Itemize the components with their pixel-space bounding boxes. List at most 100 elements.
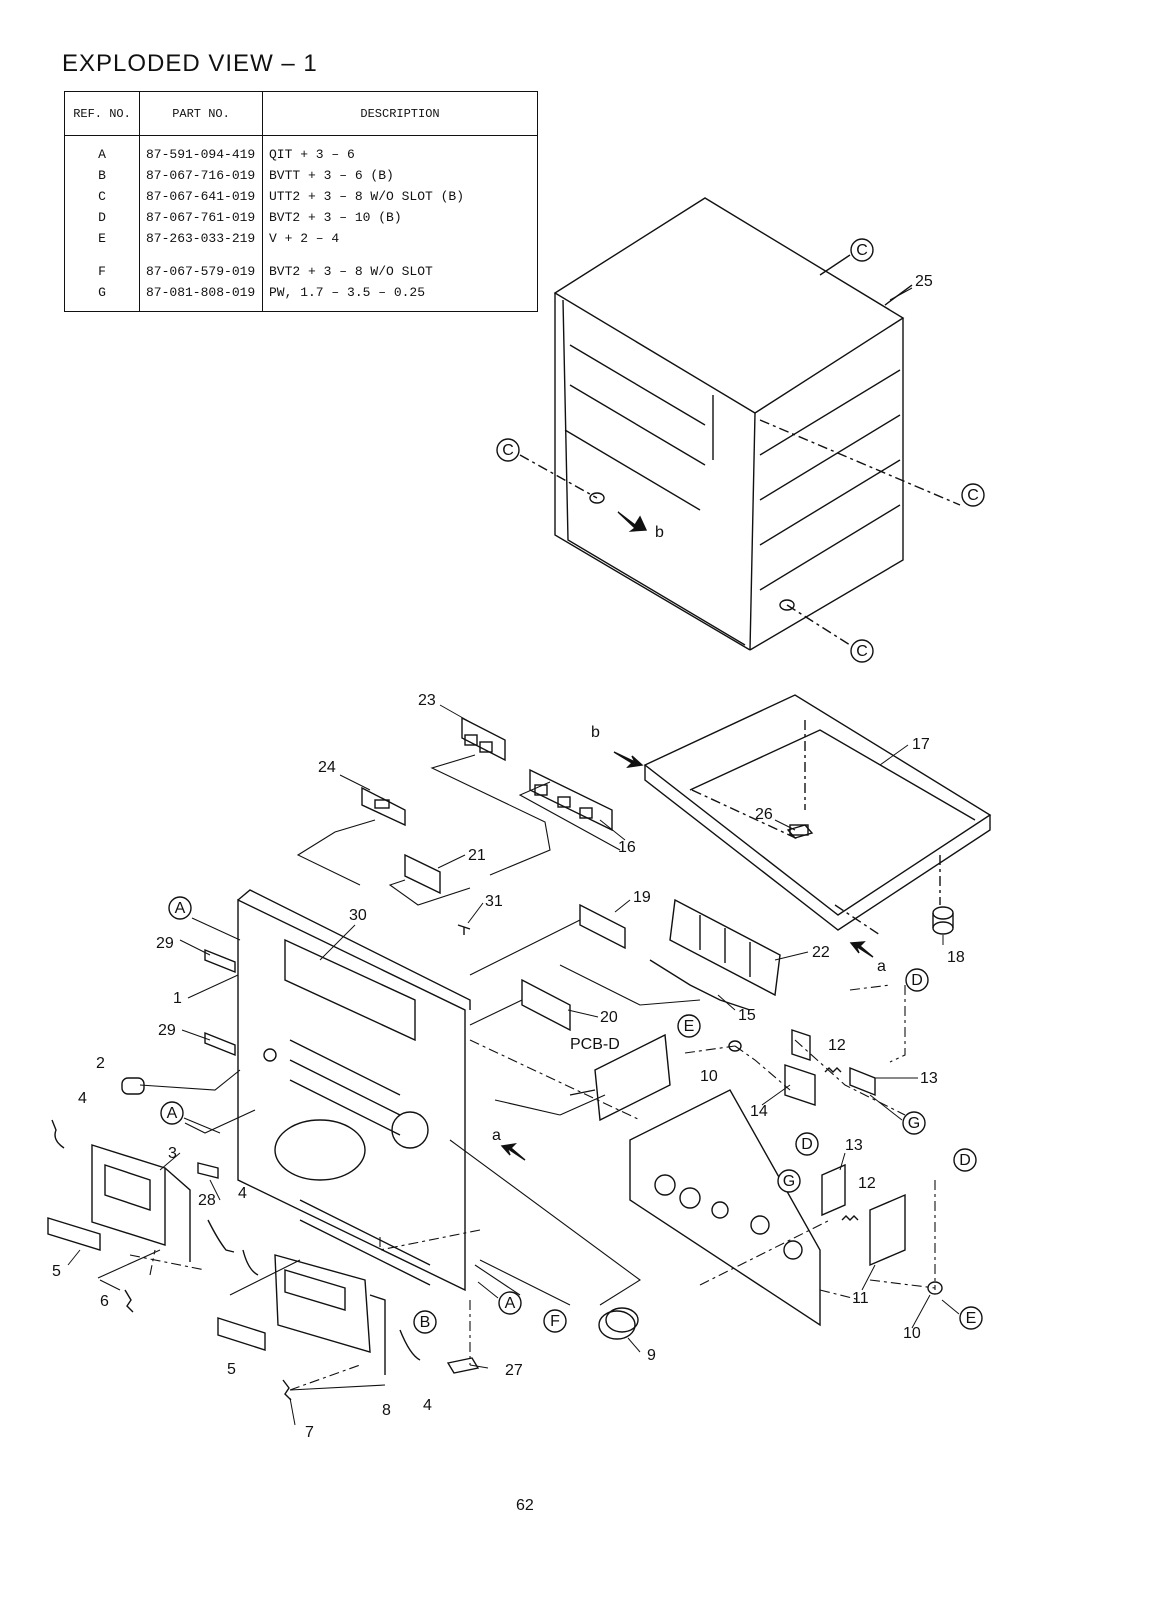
callout-e	[677, 1014, 701, 1038]
foot-part-18	[932, 906, 954, 935]
switch-part-23	[461, 716, 506, 762]
description-cell: BVT2 + 3 – 10 (B)	[262, 207, 538, 228]
table-row: A 87-591-094-419 QIT + 3 – 6	[64, 135, 538, 165]
part-label: 15	[738, 1007, 756, 1024]
part-label: 28	[198, 1192, 216, 1209]
callout-c	[850, 639, 874, 663]
knob-part-2	[121, 1077, 145, 1095]
callout-a-label: A	[175, 900, 186, 917]
description-cell: V + 2 – 4	[262, 228, 538, 249]
callout-c-label: C	[967, 487, 979, 504]
rear-board-part	[629, 1089, 821, 1327]
column-header-part-no: PART NO.	[139, 91, 263, 136]
callout-f-label: F	[550, 1313, 560, 1330]
display-board-part	[669, 898, 781, 997]
callout-d-label: D	[801, 1136, 813, 1153]
parts-table: REF. NO. PART NO. DESCRIPTION A 87-591-0…	[64, 91, 538, 312]
callout-e-label: E	[684, 1018, 695, 1035]
callout-c	[961, 483, 985, 507]
switch-part-21	[404, 853, 441, 895]
switch-part-20	[521, 978, 571, 1032]
part-label: 8	[382, 1402, 391, 1419]
callout-c	[850, 238, 874, 262]
callout-d-label: D	[911, 972, 923, 989]
callout-g	[777, 1169, 801, 1193]
part-label: 4	[423, 1397, 432, 1414]
cabinet-part	[553, 197, 905, 651]
table-row: D 87-067-761-019 BVT2 + 3 – 10 (B)	[64, 207, 538, 228]
part-label: 5	[52, 1263, 61, 1280]
table-header-row: REF. NO. PART NO. DESCRIPTION	[64, 91, 538, 136]
ref-cell: A	[64, 135, 140, 165]
part-cell: 87-067-579-019	[139, 249, 263, 282]
callout-a-label: A	[167, 1105, 178, 1122]
description-cell: PW, 1.7 – 3.5 – 0.25	[262, 282, 538, 312]
table-row: C 87-067-641-019 UTT2 + 3 – 8 W/O SLOT (…	[64, 186, 538, 207]
part-label: 19	[633, 889, 651, 906]
part-cell: 87-081-808-019	[139, 282, 263, 312]
page-number: 62	[516, 1497, 534, 1514]
callout-a-label: A	[505, 1295, 516, 1312]
part-label: 23	[418, 692, 436, 709]
arrow-label: a	[877, 958, 886, 975]
part-label: 16	[618, 839, 636, 856]
arrow-label: b	[591, 724, 600, 741]
callout-d	[905, 968, 929, 992]
part-label: 5	[227, 1361, 236, 1378]
part-cell: 87-067-716-019	[139, 165, 263, 186]
part-cell: 87-263-033-219	[139, 228, 263, 249]
part-cell: 87-067-641-019	[139, 186, 263, 207]
part-label: 27	[505, 1362, 523, 1379]
callout-a	[168, 896, 192, 920]
page-title: EXPLODED VIEW – 1	[62, 50, 318, 77]
front-panel-part	[237, 889, 471, 1292]
callout-g-label: G	[783, 1173, 795, 1190]
part-label: 7	[305, 1424, 314, 1441]
part-label: 25	[915, 273, 933, 290]
switch-part-19	[579, 903, 626, 950]
callout-d	[795, 1132, 819, 1156]
part-label: 13	[920, 1070, 938, 1087]
pcb-d-part	[569, 1033, 671, 1122]
part-label: 4	[238, 1185, 247, 1202]
callout-a	[160, 1101, 184, 1125]
callout-c-label: C	[502, 442, 514, 459]
part-label: 30	[349, 907, 367, 924]
description-cell: BVTT + 3 – 6 (B)	[262, 165, 538, 186]
column-header-ref-no: REF. NO.	[64, 91, 140, 136]
part-label: 13	[845, 1137, 863, 1154]
part-label: 31	[485, 893, 503, 910]
callout-c-label: C	[856, 242, 868, 259]
bracket-part-14	[784, 1029, 816, 1106]
callout-g	[902, 1111, 926, 1135]
table-row: F 87-067-579-019 BVT2 + 3 – 8 W/O SLOT	[64, 249, 538, 282]
callout-d-label: D	[959, 1152, 971, 1169]
description-cell: QIT + 3 – 6	[262, 135, 538, 165]
part-label: 9	[647, 1347, 656, 1364]
arrow-label: a	[492, 1127, 501, 1144]
part-label: 26	[755, 806, 773, 823]
arrow-label: b	[655, 524, 664, 541]
description-cell: BVT2 + 3 – 8 W/O SLOT	[262, 249, 538, 282]
part-label: 3	[168, 1145, 177, 1162]
window-part-29	[204, 948, 236, 1057]
part-label: 6	[100, 1293, 109, 1310]
table-row: B 87-067-716-019 BVTT + 3 – 6 (B)	[64, 165, 538, 186]
callout-c-label: C	[856, 643, 868, 660]
cassette-door-part-8	[274, 1254, 386, 1375]
callout-e	[959, 1306, 983, 1330]
part-label: 21	[468, 847, 486, 864]
chassis-tray-part	[643, 694, 992, 931]
pad-part-27	[446, 1357, 480, 1374]
callout-g-label: G	[908, 1115, 920, 1132]
callout-a	[498, 1291, 522, 1315]
callout-c	[496, 438, 520, 462]
bracket-part-13	[821, 1066, 876, 1217]
ref-cell: G	[64, 282, 140, 312]
part-label: 14	[750, 1103, 768, 1120]
pcb-d-label: PCB-D	[570, 1036, 620, 1053]
callout-d	[953, 1148, 977, 1172]
part-cell: 87-067-761-019	[139, 207, 263, 228]
column-header-description: DESCRIPTION	[262, 91, 538, 136]
